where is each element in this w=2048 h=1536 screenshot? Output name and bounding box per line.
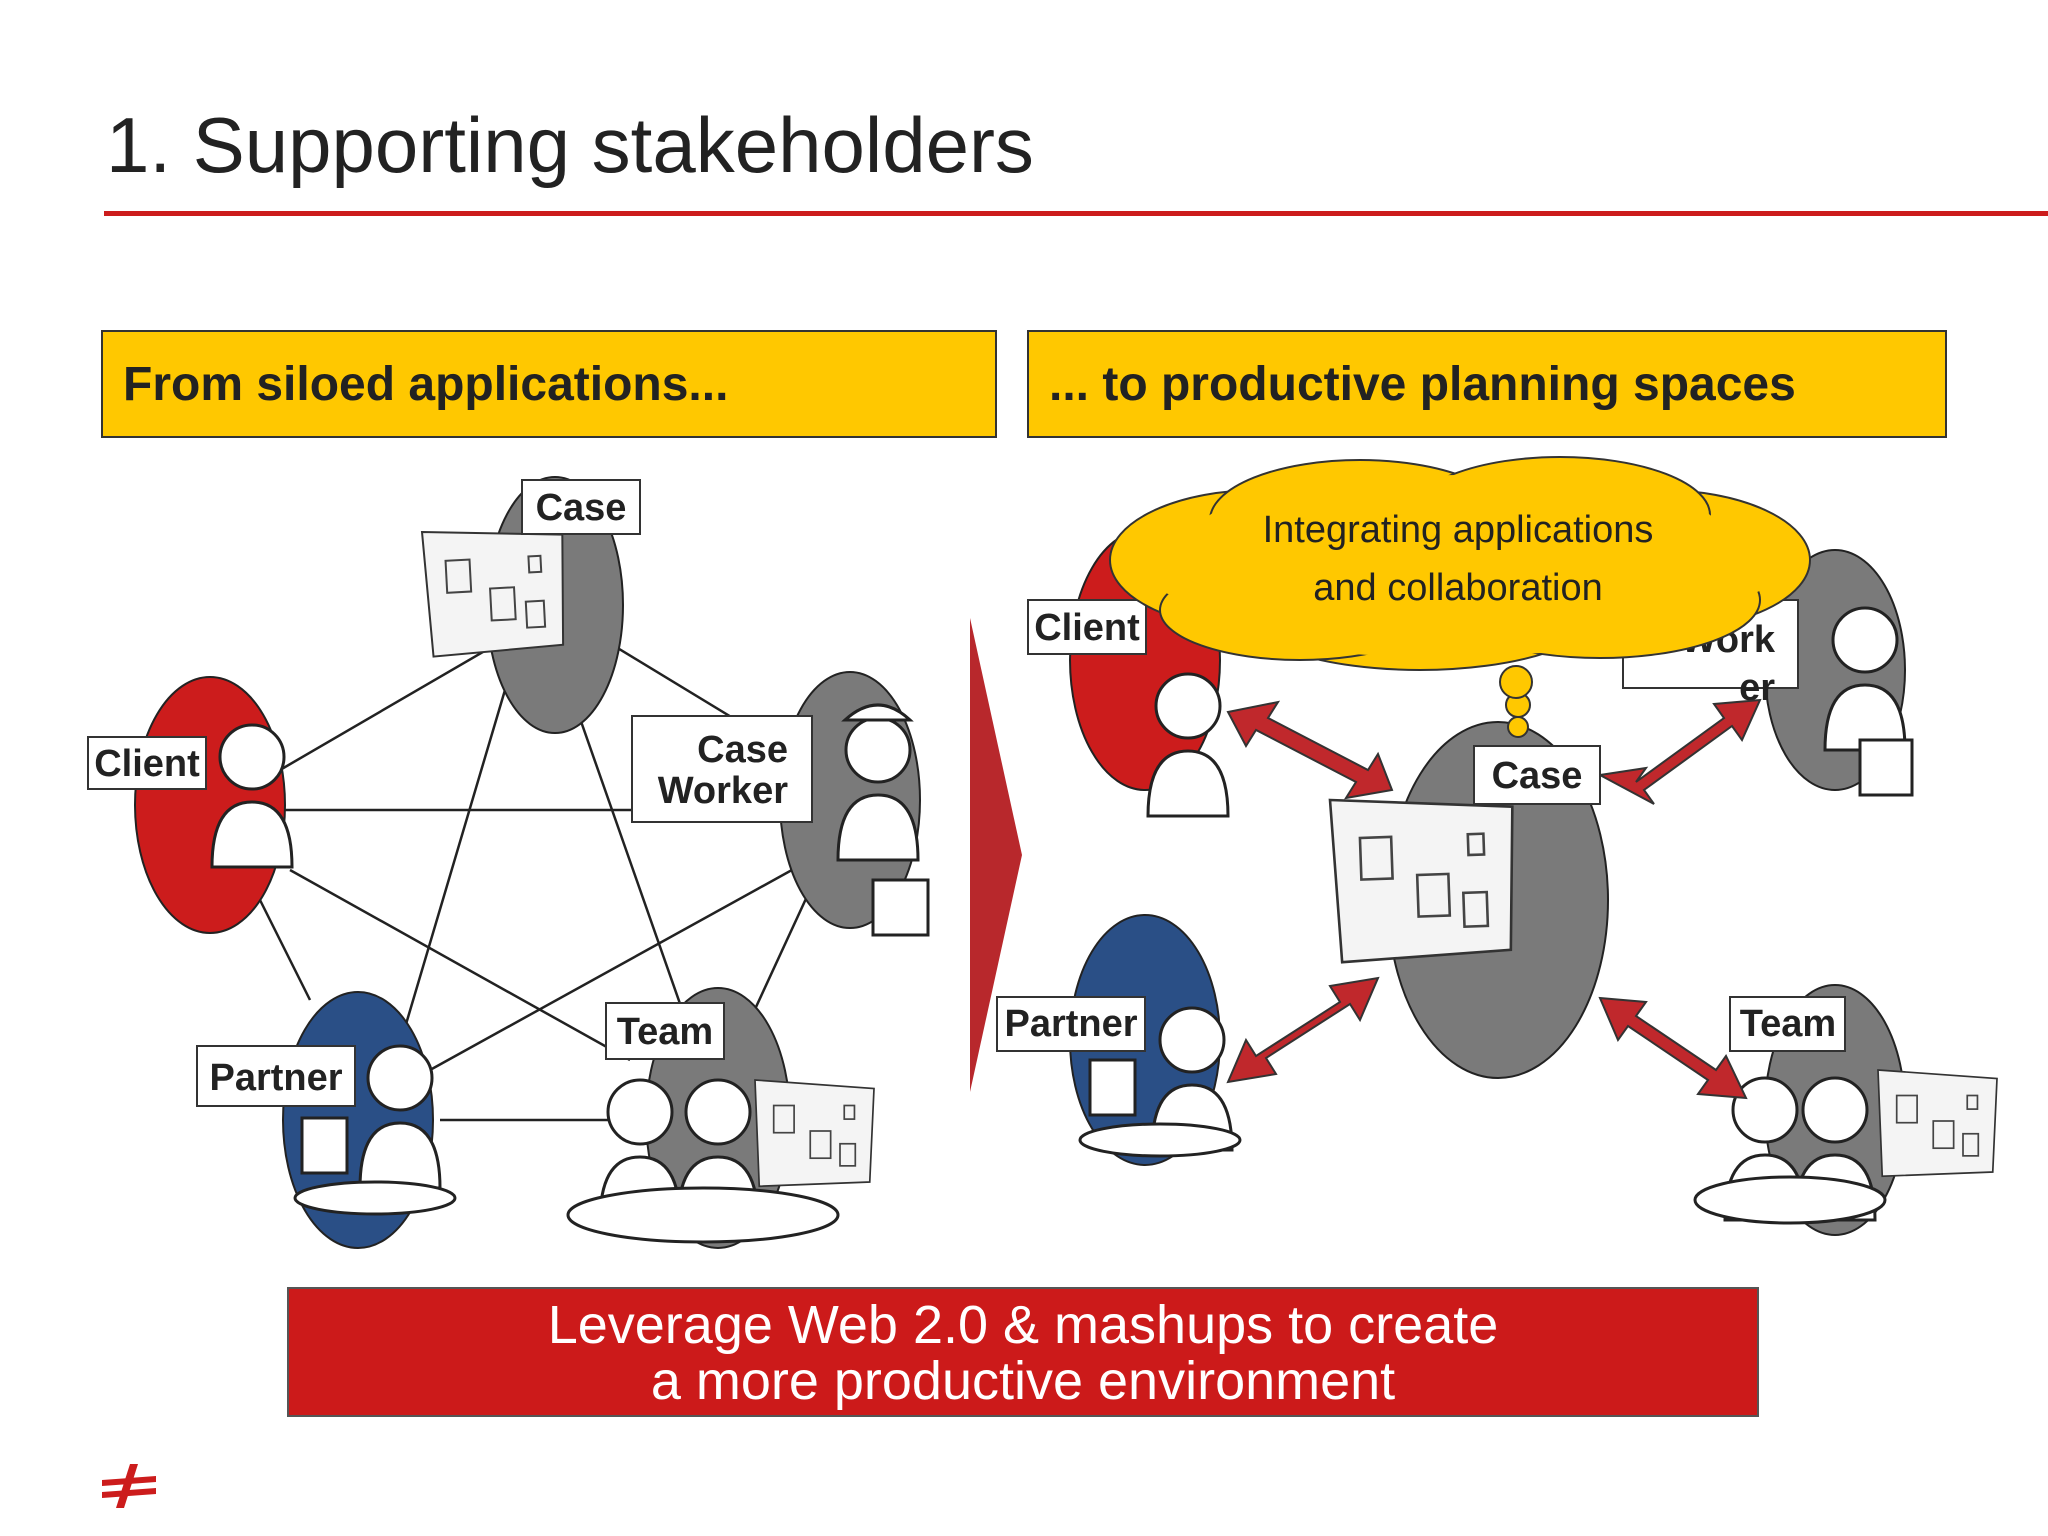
team-label: Team <box>617 1011 713 1053</box>
monitor-icon <box>300 1116 349 1175</box>
partner-label: Partner <box>1004 1003 1137 1045</box>
title-divider <box>104 211 2048 216</box>
desk-icon <box>1078 1122 1242 1158</box>
hat-icon <box>841 703 914 722</box>
cloud-text-line1: Integrating applications <box>1263 509 1654 551</box>
table-icon <box>1693 1175 1887 1225</box>
team-label: Team <box>1740 1003 1836 1045</box>
right-diagram: Client Work er Partner Team <box>996 456 1998 1236</box>
client-label: Client <box>94 743 200 785</box>
partner-label: Partner <box>209 1057 342 1099</box>
case-worker-label-line2: Worker <box>658 770 788 812</box>
case-worker-label-box <box>631 715 813 823</box>
case-label: Case <box>1492 755 1583 797</box>
client-label-box <box>1027 599 1147 655</box>
monitor-icon <box>1088 1058 1137 1117</box>
logo-icon <box>102 1464 156 1508</box>
team-board-icon <box>1877 1069 1998 1178</box>
desk-icon <box>293 1180 457 1216</box>
client-label-box <box>87 736 207 790</box>
left-panel-header: From siloed applications... <box>101 330 997 438</box>
cloud-text-line2: and collaboration <box>1313 567 1602 609</box>
case-label: Case <box>536 487 627 529</box>
case-label-box <box>521 479 641 535</box>
banner-line-1: Leverage Web 2.0 & mashups to create <box>547 1295 1499 1355</box>
partner-label-box <box>196 1045 356 1107</box>
client-label: Client <box>1034 607 1140 649</box>
banner-line-2: a more productive environment <box>650 1351 1396 1411</box>
table-icon <box>566 1186 840 1244</box>
cloud-fill <box>1130 475 1790 657</box>
briefcase-icon <box>871 878 930 937</box>
double-arrow-icon <box>1226 698 1762 1100</box>
case-worker-label-line1: Case <box>697 729 788 771</box>
team-label-box <box>1729 996 1846 1052</box>
case-label-box <box>1473 745 1601 805</box>
arrow-right-icon <box>970 618 1022 1092</box>
case-board-icon <box>421 523 570 658</box>
page-title: 1. Supporting stakeholders <box>106 101 1034 189</box>
right-panel-header: ... to productive planning spaces <box>1027 330 1947 438</box>
left-diagram: Case Client Case Worker Partner Team <box>87 476 930 1249</box>
team-label-box <box>605 1002 725 1060</box>
partner-label-box <box>996 996 1146 1052</box>
case-board-icon <box>1328 792 1519 964</box>
team-board-icon <box>754 1079 875 1188</box>
briefcase-icon <box>1858 738 1914 797</box>
conclusion-banner: Leverage Web 2.0 & mashups to create a m… <box>287 1287 1759 1417</box>
